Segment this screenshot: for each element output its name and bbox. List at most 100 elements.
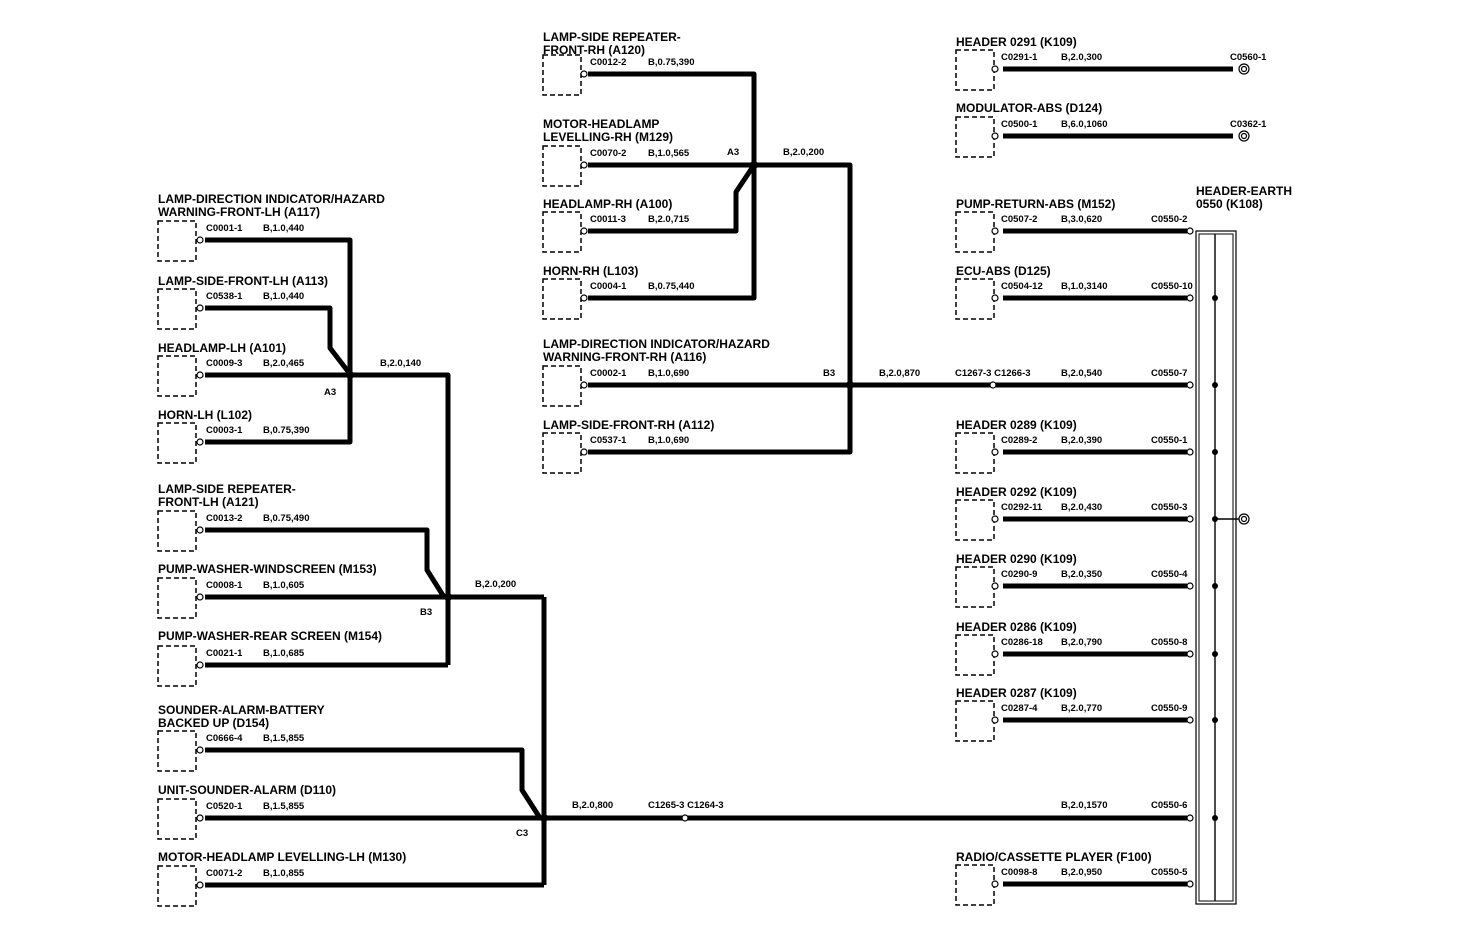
- component-title-line: FRONT-LH (A121): [158, 495, 259, 509]
- pin-terminal-icon: [196, 304, 204, 312]
- pin-label: C0021-1: [206, 648, 243, 659]
- pin-label: C0002-1: [590, 368, 627, 379]
- pin-terminal-icon: [1186, 880, 1194, 888]
- pin-label: C0500-1: [1001, 119, 1038, 130]
- ground-terminal-inner-icon: [1240, 515, 1248, 523]
- wire-l103: [588, 165, 757, 301]
- splice-dot-lh-c3: [540, 814, 548, 822]
- component-title-line: LAMP-SIDE REPEATER-: [158, 482, 296, 496]
- component-title-line: HORN-LH (L102): [158, 408, 252, 422]
- pin-label: C0286-18: [1001, 637, 1043, 648]
- header-earth-title: HEADER-EARTH 0550 (K108): [1196, 184, 1295, 211]
- pin-terminal-icon: [196, 881, 204, 889]
- component-title-line: SOUNDER-ALARM-BATTERY: [158, 703, 325, 717]
- pin-terminal-icon: [196, 814, 204, 822]
- component-title-line: HEADLAMP-RH (A100): [543, 197, 672, 211]
- component-title-line: UNIT-SOUNDER-ALARM (D110): [158, 783, 336, 797]
- pin-terminal-icon: [991, 132, 999, 140]
- wire-spec-label: B,0.75,440: [648, 281, 694, 292]
- component-title-line: HEADER 0287 (K109): [956, 686, 1077, 700]
- component-title-line: MOTOR-HEADLAMP: [543, 117, 659, 131]
- ground-terminal-inner-icon: [1240, 132, 1248, 140]
- header-earth-outline: [1195, 230, 1237, 905]
- pin-terminal-icon: [991, 716, 999, 724]
- pin-label: C0098-8: [1001, 867, 1037, 878]
- trunk-label: C1267-3 C1266-3: [955, 368, 1031, 379]
- pin-terminal-icon: [580, 161, 588, 169]
- wire-spec-label: B,1.0,685: [263, 648, 305, 659]
- pin-terminal-icon: [991, 448, 999, 456]
- component-title: LAMP-SIDE REPEATER-FRONT-LH (A121): [158, 482, 296, 509]
- connector-icon: [542, 365, 582, 407]
- pin-label: C0070-2: [590, 148, 626, 159]
- wire-a100: [588, 163, 757, 234]
- pin-label: C0071-2: [206, 868, 242, 879]
- splice-label: B3: [420, 607, 432, 618]
- pin-label: C0287-4: [1001, 703, 1038, 714]
- pin-label: C0292-11: [1001, 502, 1043, 513]
- connector-icon: [157, 798, 197, 840]
- component-title: RADIO/CASSETTE PLAYER (F100): [956, 850, 1152, 864]
- splice-label: B3: [823, 368, 835, 379]
- pin-label: C0666-4: [206, 733, 243, 744]
- component-title-line: HORN-RH (L103): [543, 264, 638, 278]
- splice-dot-rh-a3: [750, 161, 758, 169]
- component-title-line: WARNING-FRONT-RH (A116): [543, 350, 706, 364]
- splice-labels: A3 B3 A3 B3 C3: [324, 147, 835, 839]
- component-title: ECU-ABS (D125): [956, 264, 1051, 278]
- connector-icon: [955, 432, 995, 474]
- pin-terminal-icon: [991, 880, 999, 888]
- wire-spec-label: B,2.0,790: [1061, 637, 1102, 648]
- wire-spec-label: B,2.0,350: [1061, 569, 1102, 580]
- pin-label: C0537-1: [590, 435, 627, 446]
- component-title: PUMP-RETURN-ABS (M152): [956, 197, 1115, 211]
- pin-terminal-icon: [580, 70, 588, 78]
- component-title: PUMP-WASHER-REAR SCREEN (M154): [158, 629, 382, 643]
- pin-terminal-icon: [580, 448, 588, 456]
- splice-dot-lh-a3: [346, 371, 354, 379]
- component-title: HORN-LH (L102): [158, 408, 252, 422]
- pin-terminal-icon: [196, 661, 204, 669]
- pin-label: C0012-2: [590, 57, 626, 68]
- trunk-label: B,2.0,870: [879, 368, 920, 379]
- pin-terminal-icon: [1186, 716, 1194, 724]
- connector-icon: [157, 288, 197, 330]
- pin-label: C0507-2: [1001, 214, 1037, 225]
- component-a120: LAMP-SIDE REPEATER-FRONT-RH (A120)C0012-…: [542, 30, 694, 96]
- wire-spec-label: B,1.0,690: [648, 368, 689, 379]
- header-earth-inner: [1198, 233, 1234, 902]
- bus-dot: [1212, 449, 1218, 455]
- wire-spec-label: B,1.0,605: [263, 580, 305, 591]
- splice-label: A3: [727, 147, 739, 158]
- component-title-line: HEADER 0290 (K109): [956, 552, 1077, 566]
- trunk-label: B,2.0,1570: [1061, 800, 1107, 811]
- component-title-line: HEADER 0291 (K109): [956, 35, 1077, 49]
- connector-icon: [157, 865, 197, 907]
- header-earth-block: [1195, 230, 1250, 905]
- component-title: HEADER 0291 (K109): [956, 35, 1077, 49]
- pin-label: C0291-1: [1001, 52, 1038, 63]
- bus-dot: [1212, 583, 1218, 589]
- connector-icon: [157, 510, 197, 552]
- component-title: HEADER 0289 (K109): [956, 418, 1077, 432]
- connector-icon: [955, 116, 995, 158]
- component-title-line: LAMP-DIRECTION INDICATOR/HAZARD: [158, 192, 385, 206]
- wire-spec-label: B,0.75,390: [648, 57, 694, 68]
- component-title: HEADLAMP-RH (A100): [543, 197, 672, 211]
- pin-terminal-icon: [991, 227, 999, 235]
- component-title-line: PUMP-WASHER-REAR SCREEN (M154): [158, 629, 382, 643]
- connector-icon: [955, 864, 995, 906]
